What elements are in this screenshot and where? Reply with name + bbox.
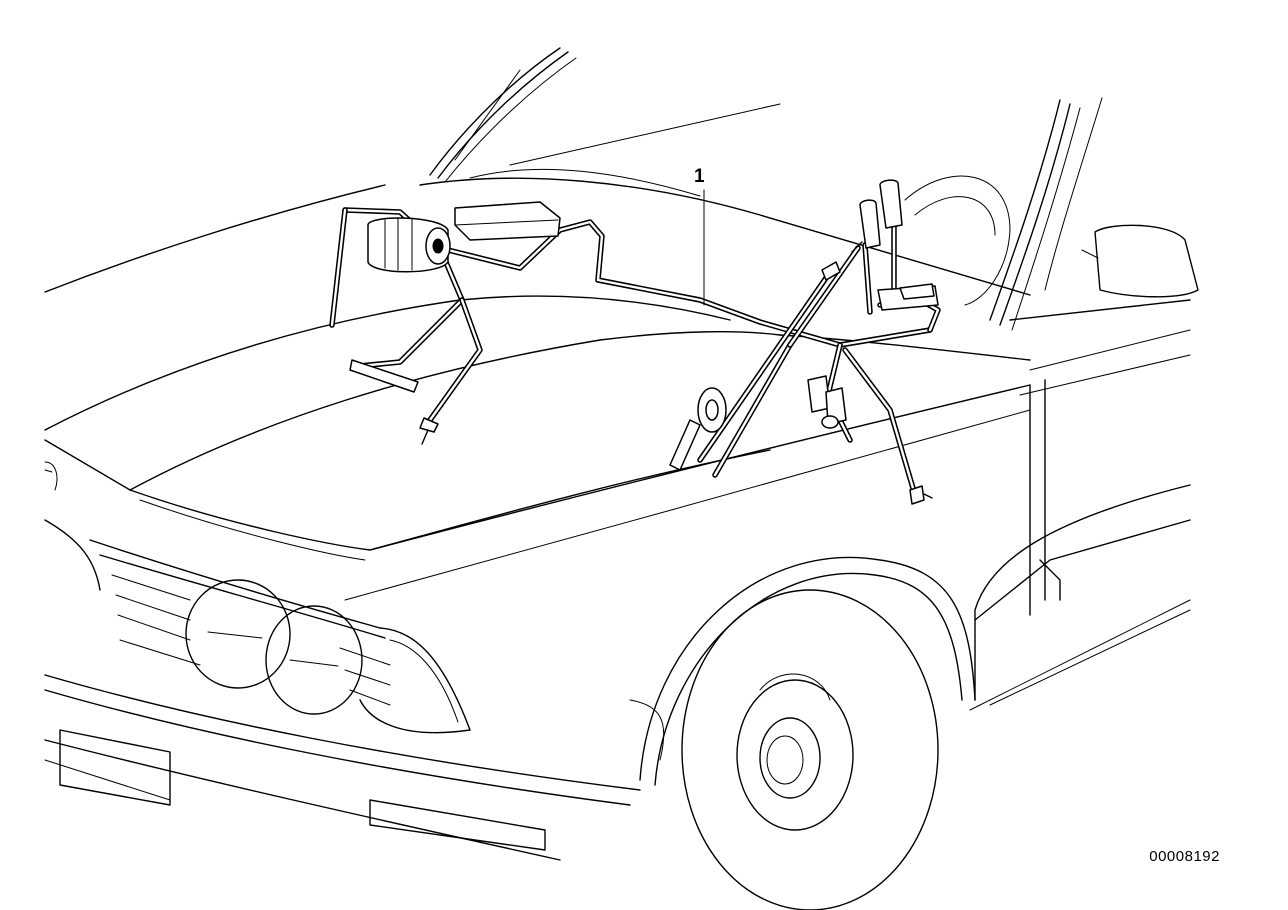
car-body <box>44 47 1199 910</box>
document-number: 00008192 <box>1149 848 1220 865</box>
harness-components <box>349 179 939 505</box>
callout-label-1: 1 <box>694 166 705 187</box>
